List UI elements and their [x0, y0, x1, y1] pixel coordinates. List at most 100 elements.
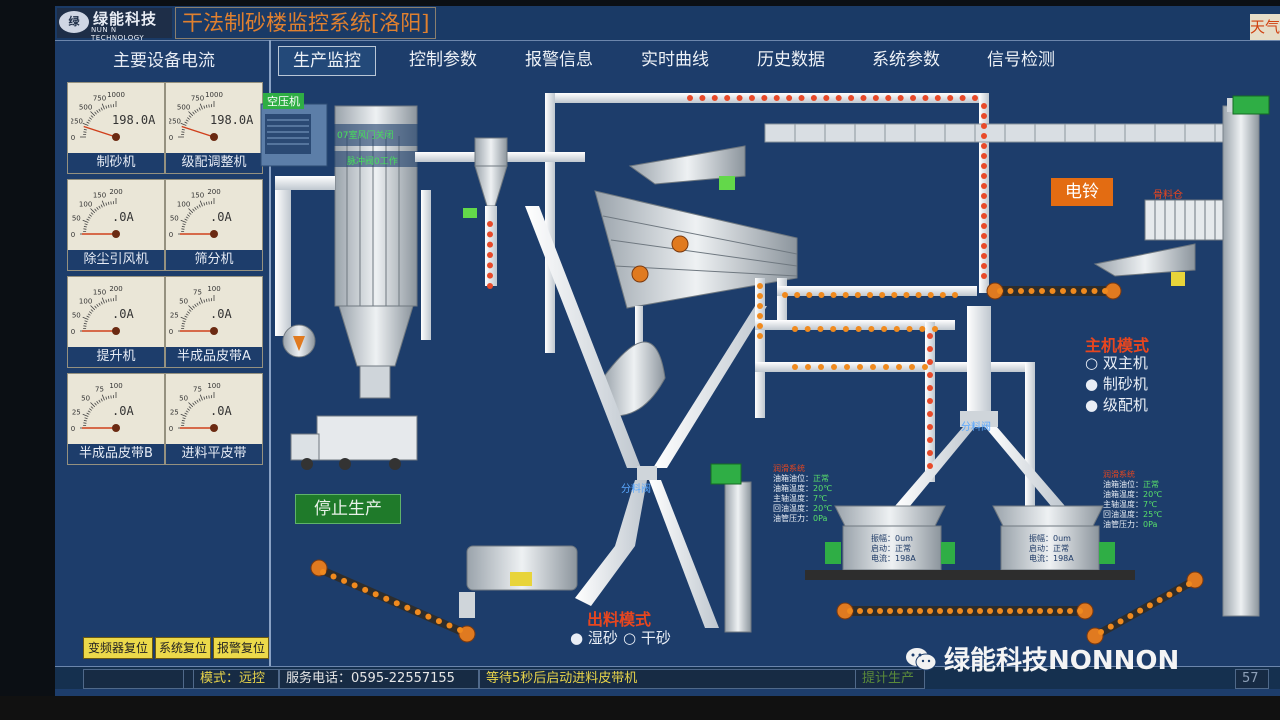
- meter-scale-label: 50: [170, 215, 179, 223]
- material-dot: [981, 103, 987, 109]
- material-dot: [981, 143, 987, 149]
- crusher-right-current: 电流：198A: [1029, 554, 1074, 563]
- material-dot: [897, 95, 904, 101]
- tab-realtime-curve[interactable]: 实时曲线: [641, 50, 709, 70]
- meter-scale-label: 25: [72, 409, 81, 417]
- meter-scale-label: 250: [169, 118, 181, 126]
- material-dot: [981, 243, 987, 249]
- right-distribution-pipes: [755, 278, 1065, 552]
- weather-button[interactable]: 天气: [1250, 14, 1280, 40]
- logo-text-en: NUN N TECHNOLOGY: [91, 26, 145, 42]
- return-air-pipe: [421, 190, 431, 340]
- meter-scale-label: 1000: [205, 91, 223, 99]
- meter-scale-label: 1000: [107, 91, 125, 99]
- stop-production-button[interactable]: 停止生产: [295, 494, 401, 524]
- system-reset-button[interactable]: 系统复位: [155, 637, 211, 659]
- material-dot: [736, 95, 743, 101]
- material-dot: [855, 326, 862, 332]
- meter-scale-label: 100: [207, 285, 220, 293]
- host-mode-grading[interactable]: ● 级配机: [1085, 394, 1148, 415]
- system-title: 干法制砂楼监控系统[洛阳]: [175, 7, 437, 39]
- material-dot: [867, 292, 873, 298]
- material-dot: [927, 333, 933, 339]
- radio-filled-icon: ●: [1085, 375, 1103, 393]
- tab-system-params[interactable]: 系统参数: [872, 50, 940, 70]
- material-dot: [457, 627, 463, 633]
- induced-draft-fan-duct: [275, 176, 335, 358]
- status-message: 等待5秒后启动进料皮带机: [479, 669, 863, 689]
- material-dot: [952, 292, 958, 298]
- meter-scale-label: 200: [207, 188, 220, 196]
- discharge-mode-dry[interactable]: ○ 干砂: [623, 627, 671, 648]
- material-dot: [806, 292, 813, 298]
- radio-filled-icon: ●: [570, 629, 588, 647]
- material-dot: [687, 95, 693, 101]
- material-dot: [857, 364, 863, 370]
- crusher-right-readings: 振幅：0um 启动：正常 电流：198A: [1029, 534, 1074, 564]
- material-dot: [1091, 288, 1098, 294]
- host-mode-dual[interactable]: ○ 双主机: [1085, 352, 1148, 373]
- host-mode-sand-machine[interactable]: ● 制砂机: [1085, 373, 1148, 394]
- meter-scale-label: 200: [109, 188, 122, 196]
- meter-scale-label: 100: [109, 382, 122, 390]
- material-dot: [997, 288, 1003, 294]
- aggregate-bin: [1093, 199, 1224, 286]
- crusher-left-readings: 振幅：0um 启动：正常 电流：198A: [871, 534, 916, 564]
- inverter-reset-button[interactable]: 变频器复位: [83, 637, 153, 659]
- meter-label: 除尘引风机: [68, 250, 164, 270]
- status-blank-field: [83, 669, 193, 689]
- meter-scale-label: 0: [71, 425, 75, 433]
- equipment-current-title: 主要设备电流: [113, 51, 215, 71]
- discharge-mode-wet[interactable]: ● 湿砂: [570, 627, 618, 648]
- tab-signal-check[interactable]: 信号检测: [987, 50, 1055, 70]
- material-dot: [860, 95, 867, 101]
- tab-history-data[interactable]: 历史数据: [757, 50, 825, 70]
- material-dot: [404, 604, 411, 611]
- meter-scale-label: 500: [79, 104, 92, 112]
- material-dot: [1039, 288, 1045, 294]
- material-dot: [897, 608, 903, 614]
- tab-control-params[interactable]: 控制参数: [409, 50, 477, 70]
- material-dot: [927, 608, 933, 614]
- material-dot: [959, 95, 966, 101]
- material-dot: [1146, 602, 1153, 609]
- splitter-valve-right-label: 分料阀: [961, 422, 991, 433]
- tab-alarm-info[interactable]: 报警信息: [525, 50, 593, 70]
- pulse-valve-status: 脉冲阀0工作: [347, 157, 398, 167]
- material-dot: [893, 326, 900, 332]
- alarm-reset-button[interactable]: 报警复位: [213, 637, 269, 659]
- material-dot: [937, 608, 943, 614]
- hmi-screen: 绿 绿能科技 NUN N TECHNOLOGY 干法制砂楼监控系统[洛阳] 天气…: [55, 6, 1280, 696]
- material-dot: [847, 608, 853, 614]
- material-dot: [362, 586, 369, 593]
- material-dot: [981, 183, 987, 189]
- crusher-left-amplitude: 振幅：0um: [871, 534, 913, 543]
- service-phone: 服务电话：0595-22557155: [279, 669, 479, 689]
- material-dot: [981, 153, 987, 159]
- tab-production-monitor[interactable]: 生产监控: [278, 46, 376, 76]
- material-dot: [757, 283, 763, 289]
- meter-scale-label: 25: [170, 312, 179, 320]
- material-dot: [393, 600, 400, 607]
- material-dot: [1018, 288, 1024, 294]
- meter-scale-label: 75: [193, 288, 202, 296]
- material-dot: [842, 326, 849, 332]
- material-dot: [786, 95, 793, 101]
- material-dot: [372, 591, 379, 598]
- lube-row: 主轴温度：7℃: [1103, 500, 1158, 509]
- meter-scale-label: 100: [79, 298, 92, 306]
- meter-scale-label: 0: [169, 134, 173, 142]
- bell-button[interactable]: 电铃: [1051, 178, 1113, 206]
- lube-title: 润滑系统: [773, 464, 805, 473]
- meter-scale-label: 50: [179, 395, 188, 403]
- radio-empty-icon: ○: [623, 629, 641, 647]
- material-dot: [934, 95, 941, 101]
- material-dot: [792, 326, 798, 332]
- material-dot: [997, 608, 1003, 614]
